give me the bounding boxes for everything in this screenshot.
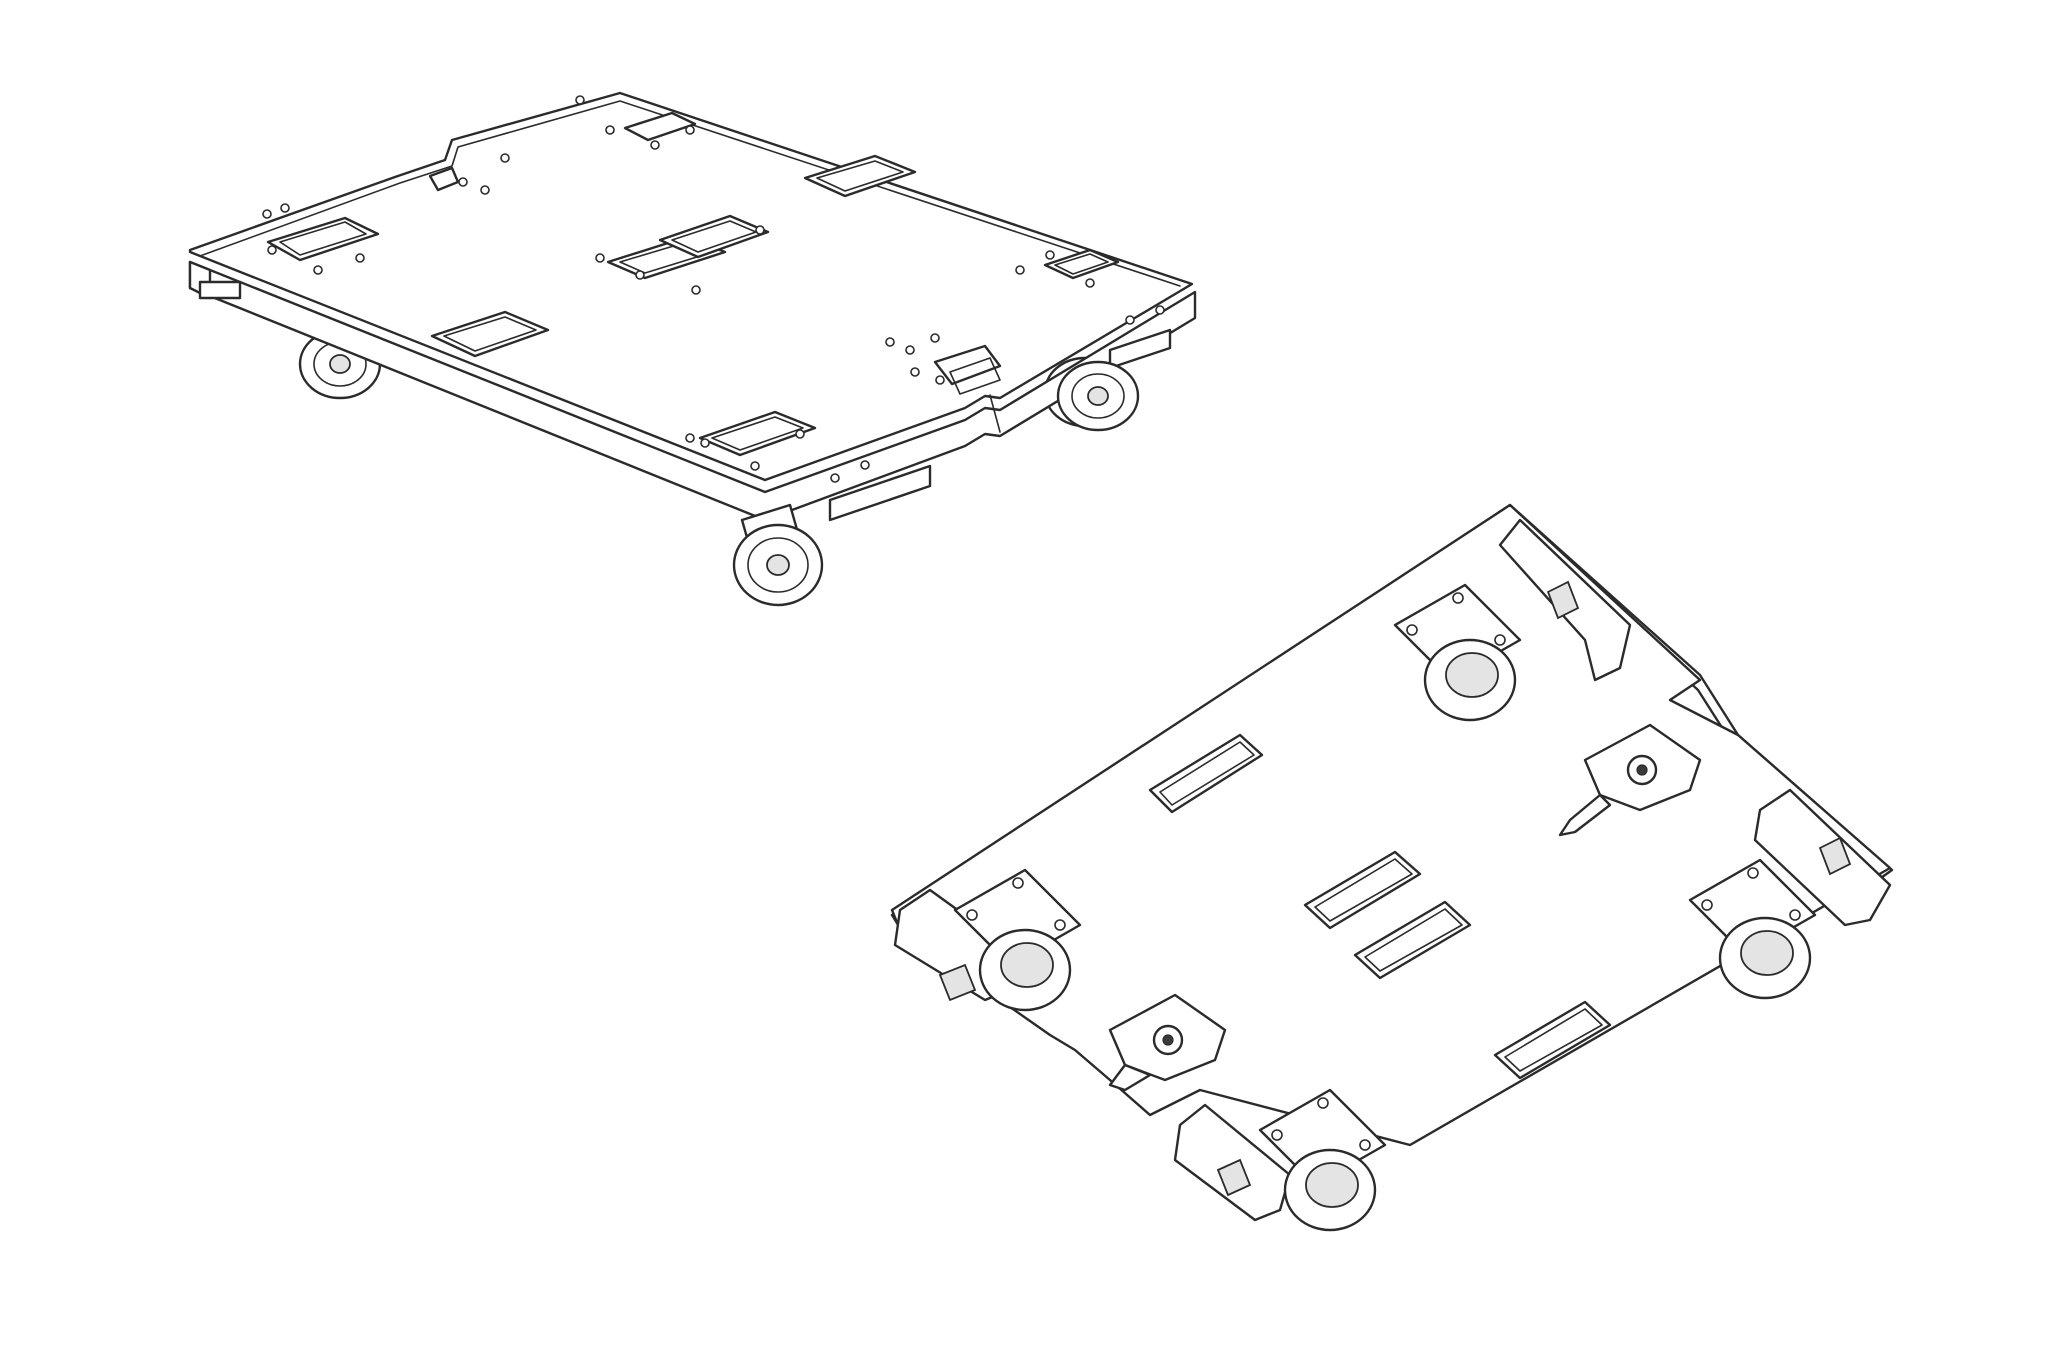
handle-slot-6: [698, 410, 817, 457]
handle-slot-4: [430, 310, 550, 358]
foot-block-front-mid: [828, 464, 932, 522]
top-plate-bevel: [199, 100, 1181, 287]
caster-assembly-top: [1393, 583, 1522, 722]
foot-block-left: [198, 280, 242, 300]
caster-assembly-bottom: [1258, 1088, 1387, 1232]
end-block-bottom: [1173, 1103, 1292, 1222]
caster-wheel-front-right: [1056, 360, 1140, 432]
mounting-holes-top: [262, 95, 1165, 483]
caster-assembly-right: [1688, 858, 1817, 1000]
top-plate: [188, 91, 1194, 482]
latch-bracket-top: [428, 166, 1002, 433]
end-block-top-right: [1498, 518, 1632, 682]
handle-slot-5: [803, 154, 917, 198]
foot-pad-4: [1493, 1000, 1612, 1080]
latch-lever-right: [1558, 723, 1702, 837]
foot-pad-2: [1303, 850, 1422, 930]
end-block-right: [1753, 788, 1892, 927]
caster-assembly-left: [953, 868, 1082, 1012]
foot-pad-3: [1353, 900, 1472, 980]
handle-slot-1: [266, 216, 380, 262]
caster-wheel-front-left: [732, 503, 824, 607]
handle-slot-7: [1043, 248, 1120, 280]
foot-block-front-right: [1108, 328, 1172, 370]
dolly-top-view: [188, 91, 1197, 607]
bottom-plate: [890, 503, 1892, 1147]
foot-pad-1: [1148, 733, 1264, 814]
dolly-bottom-view: [890, 503, 1894, 1232]
handle-slot-8: [623, 111, 697, 142]
latch-lever-left: [1108, 993, 1227, 1092]
